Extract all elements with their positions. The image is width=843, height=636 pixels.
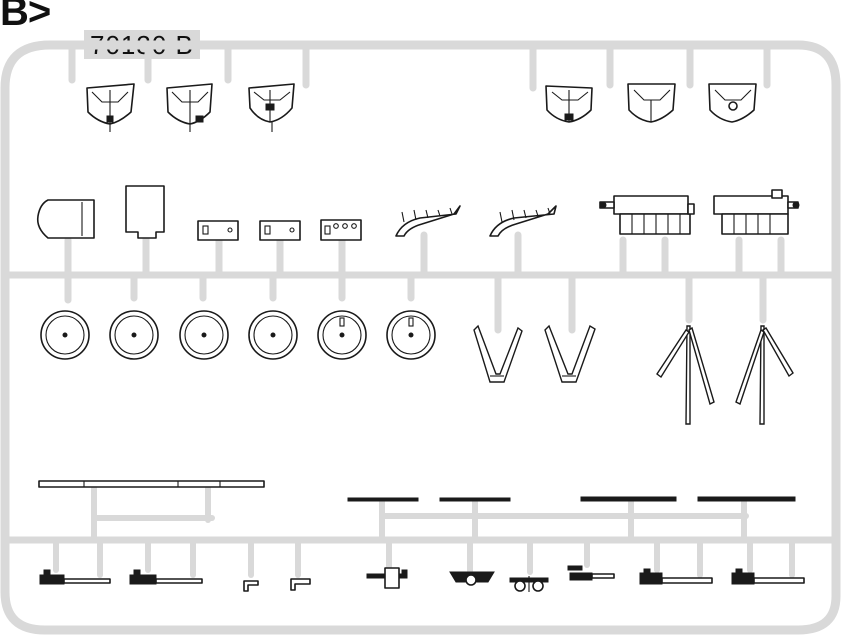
part-wheel-6	[386, 310, 436, 360]
part-gun-4	[731, 568, 805, 585]
part-rod-1	[347, 497, 419, 502]
part-exhaust-manifold-2	[489, 205, 557, 237]
sheet-label: B>	[0, 0, 51, 34]
part-tripod-strut-2	[735, 325, 794, 425]
part-engine-block-2	[713, 189, 800, 235]
part-tripod-strut-1	[656, 325, 715, 425]
part-cowl-5	[627, 83, 676, 123]
part-rod-3	[580, 496, 677, 502]
part-panel-curved	[36, 199, 95, 239]
part-wheel-5	[317, 310, 367, 360]
part-hook-2	[290, 578, 311, 591]
part-hook-1	[243, 580, 259, 592]
part-plate-2	[259, 220, 301, 241]
part-mount-2	[449, 571, 495, 586]
part-small-gun-1	[567, 565, 615, 581]
part-gun-3	[639, 568, 713, 585]
part-cowl-4	[545, 85, 593, 123]
part-wheel-2	[109, 310, 159, 360]
part-plate-1	[197, 220, 239, 241]
part-cowl-1	[86, 83, 135, 132]
part-rod-4	[697, 496, 796, 502]
part-wheel-3	[179, 310, 229, 360]
part-v-strut-1	[473, 324, 523, 383]
part-v-strut-2	[544, 324, 596, 383]
part-cowl-3	[248, 83, 295, 132]
part-gun-2	[129, 569, 203, 585]
part-gun-1	[39, 569, 111, 585]
part-mount-3	[509, 576, 549, 592]
part-long-rod	[38, 480, 265, 488]
part-cowl-6	[708, 83, 757, 123]
part-wheel-4	[248, 310, 298, 360]
part-bracket-tab	[125, 185, 165, 239]
part-cowl-2	[166, 83, 213, 132]
part-rod-2	[439, 497, 511, 502]
part-exhaust-manifold-1	[395, 205, 461, 237]
part-wheel-1	[40, 310, 90, 360]
part-engine-block-1	[599, 195, 695, 235]
sprue-gates	[53, 41, 795, 578]
part-plate-3	[320, 219, 362, 241]
part-mount-1	[366, 567, 408, 589]
